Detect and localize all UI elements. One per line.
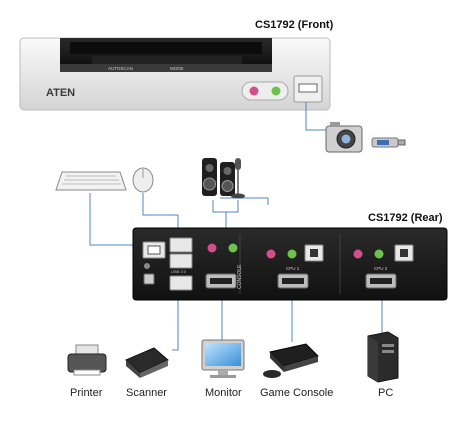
mode-label: MODE [170, 66, 184, 71]
usb-hub-port [169, 275, 193, 291]
game-console-label: Game Console [260, 387, 334, 399]
console-usb-port-2 [169, 253, 193, 269]
camera-icon [325, 122, 363, 153]
cable-front-usb-to-camera [305, 102, 330, 131]
cpu1-label: CPU 1 [286, 266, 300, 271]
printer-label: Printer [70, 387, 103, 399]
connection-cables [89, 102, 421, 351]
cpu1-mic-jack [266, 249, 276, 259]
power-jack [144, 263, 150, 269]
microphone-icon [231, 158, 245, 199]
cable-keyboard-to-console [89, 193, 145, 246]
cable-audio-bracket [212, 200, 239, 213]
monitor-icon [201, 339, 245, 378]
pc-tower-icon [367, 331, 399, 383]
game-console-icon [263, 343, 319, 378]
cpu1-speaker-jack [287, 249, 297, 259]
keyboard-icon [55, 171, 127, 191]
cpu2-mic-jack [353, 249, 363, 259]
console-mic-jack [207, 243, 217, 253]
rear-panel: USB 2.0 CONSOLE CPU 1 CPU 2 [132, 227, 448, 301]
console-speaker-jack [228, 243, 238, 253]
autoscan-label: AUTOSCAN [108, 66, 133, 71]
scanner-label: Scanner [126, 387, 167, 399]
console-label: CONSOLE [237, 264, 243, 289]
monitor-label: Monitor [205, 387, 242, 399]
console-usb-port-1 [169, 237, 193, 253]
usb-flash-drive-icon [371, 137, 406, 148]
front-title: CS1792 (Front) [255, 19, 334, 31]
front-audio-jacks [241, 81, 289, 101]
rear-title: CS1792 (Rear) [368, 212, 443, 224]
mouse-icon [132, 167, 154, 193]
brand-logo-text: ATEN [46, 87, 75, 99]
front-mic-jack [249, 86, 259, 96]
front-panel: AUTOSCAN MODE ATEN [19, 37, 331, 111]
front-speaker-jack [271, 86, 281, 96]
cpu2-label: CPU 2 [374, 266, 388, 271]
pc-label: PC [378, 387, 394, 399]
usb-hub-label: USB 2.0 [171, 269, 187, 274]
scanner-icon [125, 347, 169, 378]
cable-usb-to-peripherals [172, 298, 179, 351]
cpu2-speaker-jack [374, 249, 384, 259]
cable-speakers [220, 197, 269, 205]
speakers-icon [202, 158, 235, 196]
printer-icon [67, 344, 107, 376]
